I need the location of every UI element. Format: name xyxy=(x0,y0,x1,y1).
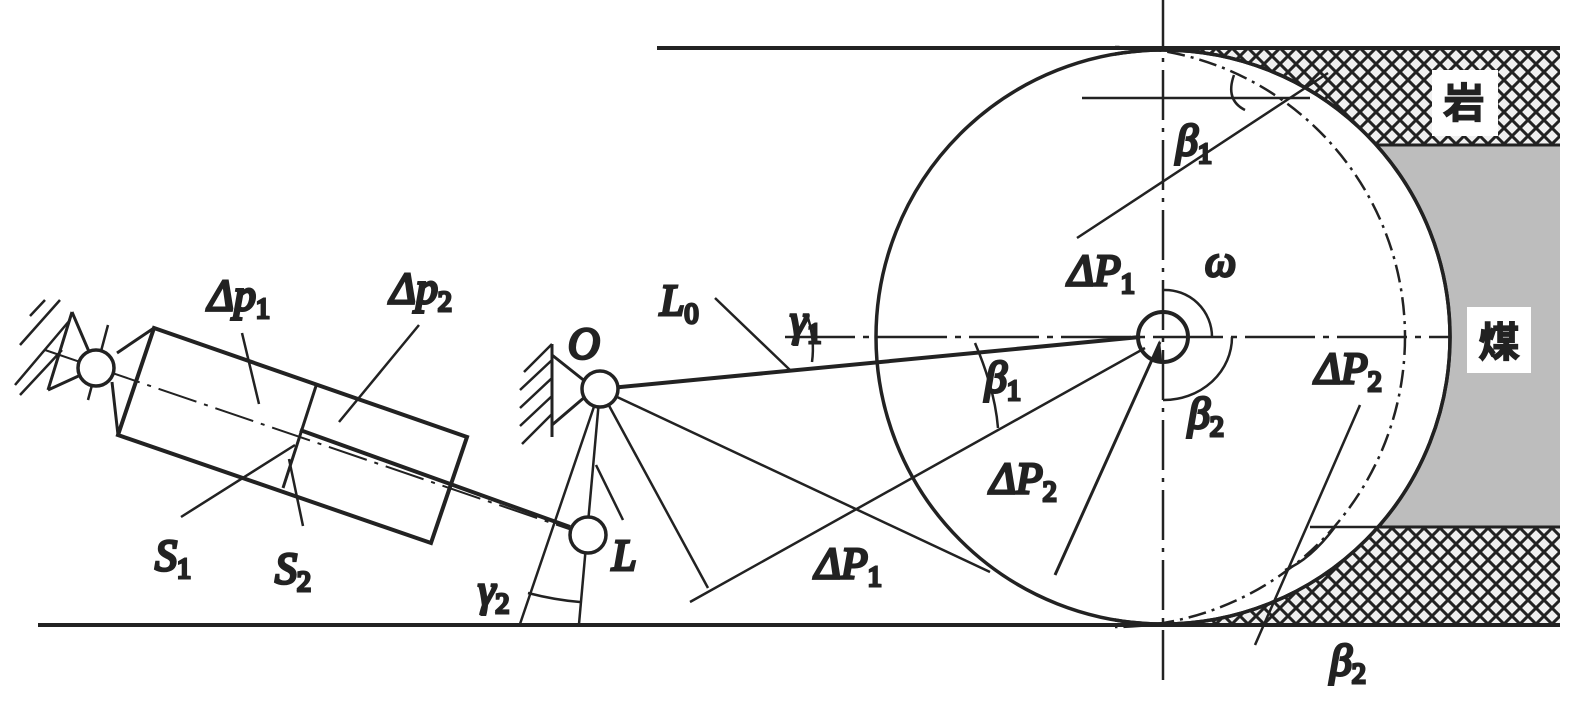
dp2-mid-label: ΔP2 xyxy=(988,454,1057,508)
pivot-left xyxy=(76,348,116,388)
omega-arc xyxy=(1162,288,1214,338)
beta2-arc xyxy=(1162,336,1234,402)
coal-label: 煤 xyxy=(1479,320,1519,366)
dp2-force-line xyxy=(1053,341,1162,576)
piston-rod xyxy=(299,428,571,529)
o-label: O xyxy=(568,319,600,368)
dp1-label: Δp1 xyxy=(206,271,270,325)
l-label: L xyxy=(611,531,636,580)
s2-label: S2 xyxy=(275,544,311,598)
beta1-mid-arc xyxy=(973,342,1000,429)
rock-label-box xyxy=(1432,70,1498,136)
beta1-top-label: β1 xyxy=(1175,116,1212,170)
rock-label: 岩 xyxy=(1444,81,1484,127)
dp1-top-label: ΔP1 xyxy=(1066,246,1135,300)
omega-label: ω xyxy=(1205,237,1236,286)
hydraulic-cylinder xyxy=(115,325,470,546)
beta2-bottom-label: β2 xyxy=(1329,636,1366,690)
gamma1-label: γ1 xyxy=(790,296,821,350)
l0-label: L0 xyxy=(659,276,698,330)
dp2-right-label: ΔP2 xyxy=(1313,344,1382,398)
pivot-o xyxy=(580,369,620,409)
gamma2-arc xyxy=(527,591,581,604)
dp1-bottom-label: ΔP1 xyxy=(813,539,882,593)
gamma1-arc xyxy=(806,317,815,363)
dp1-force-line xyxy=(689,346,1146,604)
s1-label: S1 xyxy=(155,531,191,585)
beta1-mid-label: β1 xyxy=(984,353,1021,407)
dp2-label: Δp2 xyxy=(388,264,452,318)
gamma2-label: γ2 xyxy=(478,566,509,620)
pin-l xyxy=(568,515,608,555)
beta1-top-arc xyxy=(1230,74,1246,112)
link-L0 xyxy=(599,335,1141,391)
coal-label-box xyxy=(1467,307,1531,373)
beta2-mid-label: β2 xyxy=(1187,389,1224,443)
